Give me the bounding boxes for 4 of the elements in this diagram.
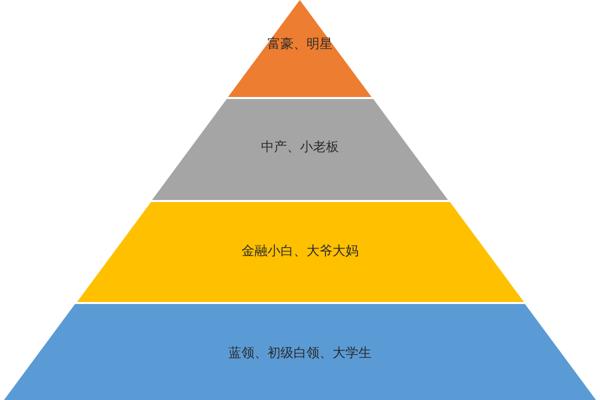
tier-label: 蓝领、初级白领、大学生 [228, 346, 372, 362]
tier-label: 中产、小老板 [261, 140, 339, 156]
tier-label: 富豪、明星 [267, 37, 332, 53]
tier-label: 金融小白、大爷大妈 [241, 244, 358, 260]
